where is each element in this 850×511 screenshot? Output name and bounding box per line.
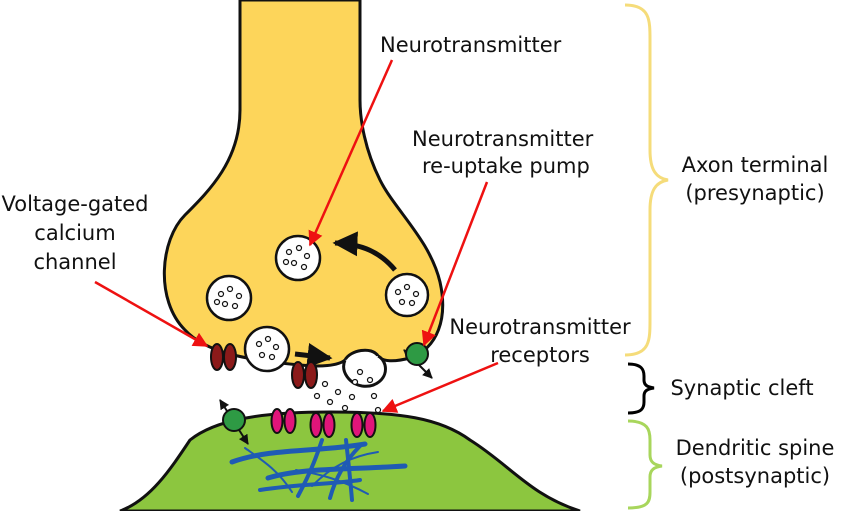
label-synaptic-cleft: Synaptic cleft (670, 376, 813, 400)
arrow-reuptake-pump (421, 181, 489, 347)
label-reuptake-pump-line2: re-uptake pump (422, 154, 590, 178)
receptor-2 (309, 412, 336, 438)
released-neurotransmitters (313, 368, 382, 414)
recycling-arrow (332, 231, 397, 272)
label-calcium-channel-line3: channel (33, 250, 116, 274)
axon-terminal-body (162, 0, 445, 368)
label-receptors-line2: receptors (490, 343, 590, 367)
brace-dendritic-spine (627, 419, 663, 510)
reuptake-pump-postsynaptic (219, 399, 249, 445)
vesicle-bottom (243, 325, 291, 373)
arrow-receptors (381, 361, 499, 413)
vesicle-transport-arrow (294, 343, 333, 368)
cytoskeleton-filaments (229, 438, 408, 502)
vesicle-top (274, 234, 322, 282)
brace-synaptic-cleft (627, 362, 655, 415)
calcium-channel-2 (291, 361, 318, 389)
label-neurotransmitter: Neurotransmitter (380, 33, 562, 57)
pointer-arrows (94, 59, 499, 413)
label-dendritic-spine-line2: (postsynaptic) (680, 464, 830, 488)
label-calcium-channel-line1: Voltage-gated (1, 192, 148, 216)
label-calcium-channel-line2: calcium (34, 221, 115, 245)
label-axon-terminal-line1: Axon terminal (682, 153, 829, 177)
fusing-vesicle (342, 354, 387, 388)
label-receptors-line1: Neurotransmitter (449, 315, 631, 339)
vesicle-left (205, 274, 253, 322)
label-axon-terminal-line2: (presynaptic) (685, 181, 824, 205)
arrow-calcium-channel (94, 280, 209, 348)
calcium-channel-1 (210, 343, 237, 371)
vesicle-right (384, 272, 430, 318)
reuptake-pump-presynaptic (403, 342, 433, 379)
brace-axon-terminal (624, 3, 669, 357)
receptor-1 (270, 408, 297, 434)
receptor-3 (350, 412, 377, 438)
arrow-neurotransmitter (308, 59, 394, 247)
label-reuptake-pump-line1: Neurotransmitter (412, 127, 594, 151)
label-dendritic-spine-line1: Dendritic spine (676, 436, 835, 460)
